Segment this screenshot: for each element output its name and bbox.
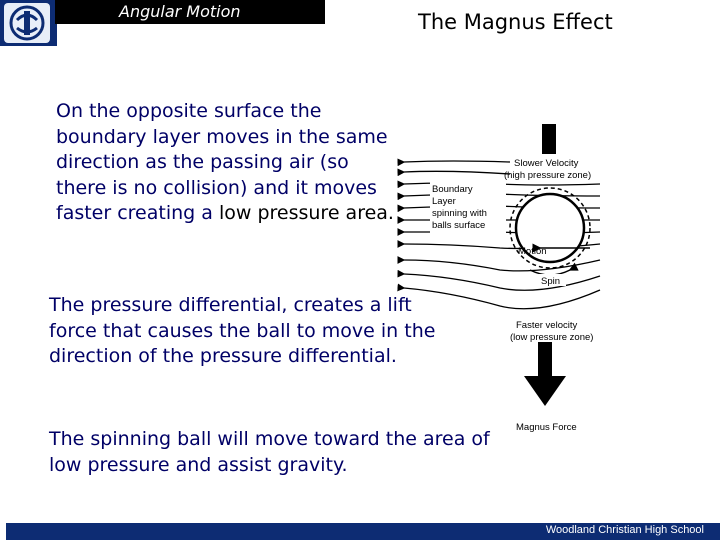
label-spin: Spin xyxy=(541,276,560,287)
footer-bar xyxy=(0,523,720,540)
boundary-layer-ring xyxy=(509,187,591,269)
footer-left-edge xyxy=(0,523,6,540)
label-boundary-2: Layer xyxy=(432,196,456,207)
paragraph-pressure-differential: The pressure differential, creates a lif… xyxy=(49,294,436,367)
school-logo xyxy=(0,0,57,46)
paragraph-1-text: On the opposite surface the boundary lay… xyxy=(56,100,388,224)
label-magnus-force: Magnus Force xyxy=(516,422,577,433)
label-boundary-1: Boundary xyxy=(432,184,473,195)
magnus-force-arrow-icon xyxy=(524,376,566,406)
label-low-pressure: (low pressure zone) xyxy=(510,332,593,343)
header-bar xyxy=(55,0,325,24)
upper-force-bar xyxy=(542,124,556,154)
label-motion: Motion xyxy=(518,246,547,257)
label-slower-velocity: Slower Velocity xyxy=(514,158,579,169)
label-boundary-3: spinning with xyxy=(432,208,487,219)
logo-emblem-icon xyxy=(4,3,50,43)
footer-school-name: Woodland Christian High School xyxy=(545,524,704,536)
label-faster-velocity: Faster velocity xyxy=(516,320,577,331)
magnus-force-shaft xyxy=(538,342,552,376)
label-boundary-4: balls surface xyxy=(432,220,485,231)
magnus-effect-diagram: Slower Velocity (high pressure zone) Bou… xyxy=(397,124,606,433)
slide-title: The Magnus Effect xyxy=(418,10,613,34)
paragraph-1-end: low pressure area. xyxy=(218,202,394,224)
label-high-pressure: (high pressure zone) xyxy=(504,170,591,181)
paragraph-boundary-layer: On the opposite surface the boundary lay… xyxy=(56,99,396,227)
section-title: Angular Motion xyxy=(119,2,241,21)
paragraph-spinning-ball: The spinning ball will move toward the a… xyxy=(49,428,490,476)
